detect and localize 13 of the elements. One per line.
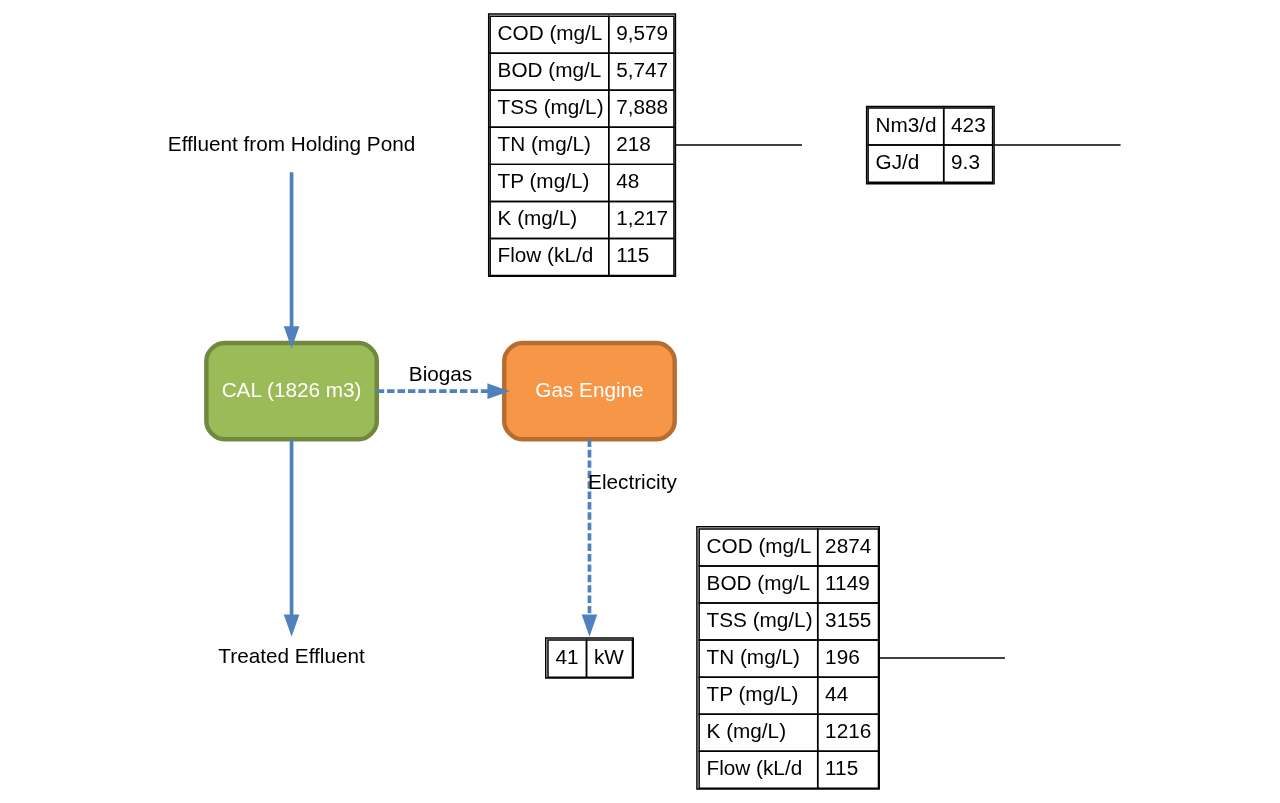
edge-label: Electricity <box>587 469 677 493</box>
node-text: Treated Effluent <box>217 644 365 668</box>
node-text: Effluent from Holding Pond <box>167 131 415 155</box>
arrow <box>283 439 299 637</box>
node-box: Gas Engine <box>501 340 677 442</box>
connector <box>878 657 1006 659</box>
connector <box>674 144 803 146</box>
arrow <box>376 383 510 399</box>
arrow <box>581 439 597 637</box>
node-box: CAL (1826 m3) <box>203 340 379 442</box>
connector <box>992 144 1121 146</box>
arrow <box>283 172 299 349</box>
edge-label: Biogas <box>408 362 472 386</box>
